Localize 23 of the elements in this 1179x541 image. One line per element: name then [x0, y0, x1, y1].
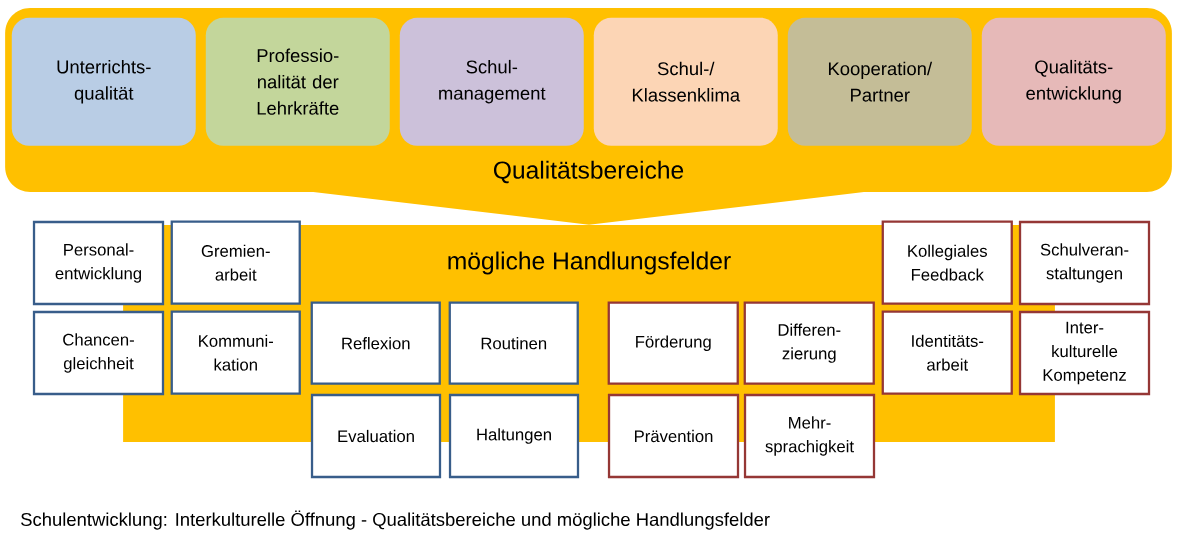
- field-box: Evaluation: [310, 393, 442, 479]
- field-box: Förderung: [607, 301, 739, 385]
- category-box: Qualitäts- entwicklung: [981, 17, 1166, 146]
- field-box: Mehr- sprachigkeit: [743, 393, 876, 479]
- field-box: Haltungen: [448, 393, 580, 479]
- category-box: Kooperation/ Partner: [787, 17, 972, 146]
- field-box: Differen- zierung: [743, 301, 875, 385]
- category-box: Unterrichts- qualität: [11, 17, 196, 146]
- field-box: Chancen- gleichheit: [32, 310, 165, 396]
- field-box: Personal- entwicklung: [32, 220, 165, 306]
- field-box: Inter- kulturelle Kompetenz: [1018, 310, 1151, 396]
- field-box: Reflexion: [310, 301, 441, 385]
- field-box: Routinen: [448, 301, 579, 385]
- category-box: Schul- management: [399, 17, 584, 146]
- field-box: Gremien- arbeit: [170, 220, 301, 305]
- caption: Schulentwicklung: Interkulturelle Öffnung - Qualitätsbereiche und mögliche Handlungsfelder: [21, 510, 770, 530]
- category-box: Professio- nalität der Lehrkräfte: [205, 17, 390, 146]
- field-box: Schulveran- staltungen: [1018, 220, 1151, 306]
- field-box: Identitäts- arbeit: [881, 310, 1013, 395]
- field-box: Prävention: [607, 393, 740, 479]
- field-box: Kommuni- kation: [170, 310, 301, 395]
- category-box: Schul-/ Klassenklima: [593, 17, 778, 146]
- field-box: Kollegiales Feedback: [881, 220, 1013, 305]
